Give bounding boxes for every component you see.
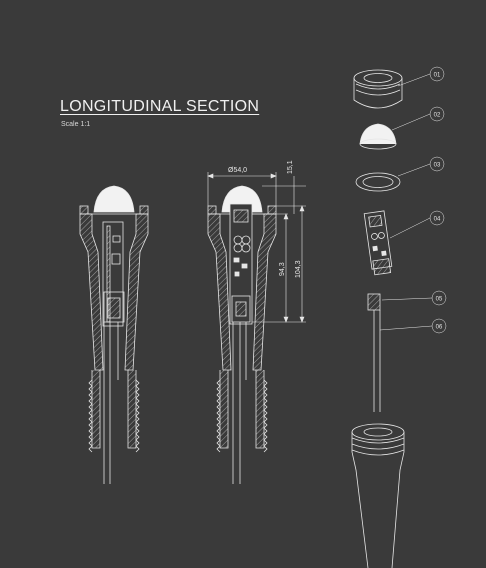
callout-02: 02 — [434, 113, 441, 119]
dim-total-height: 104,3 — [295, 260, 302, 278]
drawing-scale: Scale 1:1 — [61, 121, 91, 128]
dim-diameter: Ø54,0 — [228, 167, 247, 174]
callout-06: 06 — [436, 325, 443, 331]
drawing-title: LONGITUDINAL SECTION — [60, 98, 260, 115]
left-section-view — [79, 185, 149, 484]
callout-03: 03 — [434, 163, 441, 169]
exploded-view — [351, 69, 405, 568]
callout-04: 04 — [434, 217, 441, 223]
dim-cap-height: 15,1 — [287, 160, 294, 174]
callout-leaders — [379, 66, 447, 334]
dim-inner-height: 94,3 — [279, 262, 286, 276]
callout-05: 05 — [436, 297, 443, 303]
dimension-lines — [207, 172, 306, 323]
callout-01: 01 — [434, 73, 441, 79]
right-section-view — [207, 185, 277, 484]
